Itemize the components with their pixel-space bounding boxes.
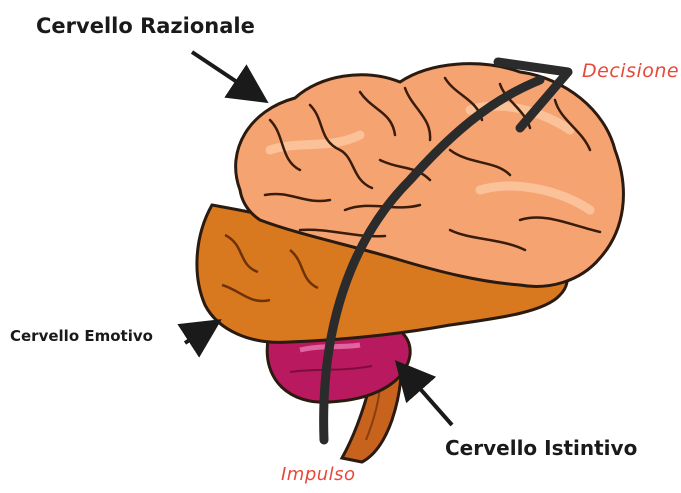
rational-brain-label: Cervello Razionale <box>36 14 255 38</box>
rational-pointer-arrow <box>192 52 252 92</box>
emotive-brain-label: Cervello Emotivo <box>10 327 153 345</box>
emotive-pointer-arrow <box>185 330 205 343</box>
instinct-pointer-arrow <box>408 375 452 425</box>
decision-label: Decisione <box>582 60 679 82</box>
impulse-label: Impulso <box>281 464 356 485</box>
instinctive-brain-label: Cervello Istintivo <box>445 436 637 460</box>
